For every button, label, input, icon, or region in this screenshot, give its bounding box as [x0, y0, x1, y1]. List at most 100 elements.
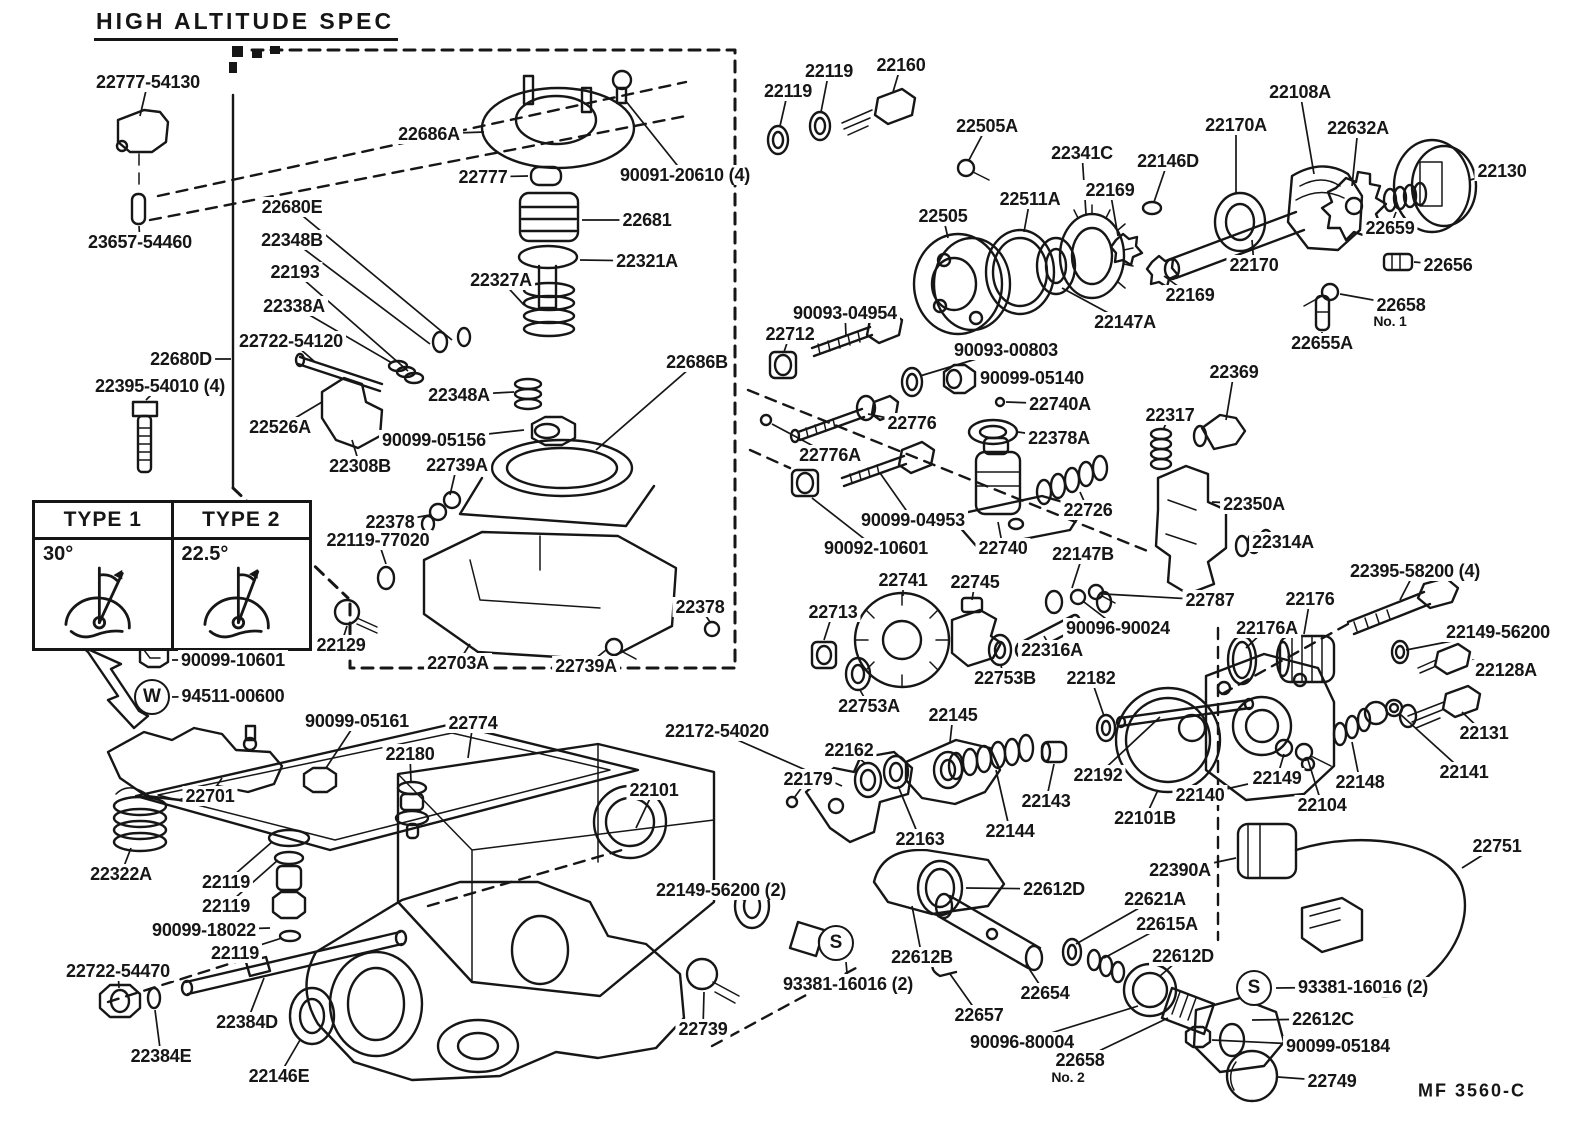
part-number-label: 22656 [1420, 255, 1476, 275]
part-number-label: 22654 [1017, 983, 1073, 1003]
part-number-label: 22751 [1469, 836, 1525, 856]
part-number-label: 22101B [1111, 808, 1179, 828]
leader-line [995, 769, 1011, 832]
part-number-label: 22774 [445, 713, 501, 733]
part-number-label: 22180 [382, 744, 438, 764]
part-number-label: 22369 [1206, 362, 1262, 382]
leader-line [294, 271, 409, 372]
part-number-label: No. 1 [1370, 313, 1410, 329]
part-number-label: 22741 [875, 570, 931, 590]
type2-header: TYPE 2 [173, 503, 309, 540]
part-number-label: 22147A [1091, 312, 1159, 332]
part-number-label: 90091-20610 (4) [616, 165, 754, 185]
part-number-label: 90099-05140 [977, 368, 1087, 388]
part-number-label: 22378 [672, 597, 728, 617]
part-number-label: 22712 [762, 324, 818, 344]
part-number-label: 94511-00600 [178, 686, 288, 706]
part-number-label: 22119-77020 [323, 530, 433, 550]
part-number-label: 22390A [1146, 860, 1214, 880]
part-number-label: 22658 [1052, 1050, 1108, 1070]
part-number-label: 22192 [1070, 765, 1126, 785]
part-number-label: 22703A [424, 653, 492, 673]
governor-angle-sketch [64, 566, 131, 639]
part-number-label: 22145 [925, 705, 981, 725]
part-number-label: 22776 [884, 413, 940, 433]
part-number-label: 22740 [975, 538, 1031, 558]
part-number-label: 22148 [1332, 772, 1388, 792]
part-number-label: 90096-90024 [1063, 618, 1173, 638]
drive-shaft-group [766, 87, 1478, 336]
part-number-label: 22395-54010 (4) [91, 376, 229, 396]
part-number-label: 22659 [1362, 218, 1418, 238]
part-number-label: 22686A [395, 124, 463, 144]
part-number-label: 22378 [362, 512, 418, 532]
part-number-label: 22655A [1288, 333, 1356, 353]
part-number-label: 90099-04953 [858, 510, 968, 530]
part-number-label: 22119 [801, 61, 857, 81]
part-number-label: 22141 [1436, 762, 1492, 782]
part-number-label: 22612D [1149, 946, 1217, 966]
type1-angle: 30° [43, 543, 74, 565]
part-number-label: 22505 [915, 206, 971, 226]
part-number-label: 22686B [663, 352, 731, 372]
governor-angle-sketch [203, 566, 270, 639]
part-number-label: 22621A [1121, 889, 1189, 909]
type2-angle: 22.5° [181, 543, 229, 565]
part-number-label: 23657-54460 [85, 232, 195, 252]
circled-s-symbol: S [1236, 970, 1272, 1006]
part-number-label: 22314A [1249, 532, 1317, 552]
leader-line [595, 361, 698, 451]
part-number-label: 22169 [1082, 180, 1138, 200]
governor-cover-group [294, 69, 721, 662]
type-angle-table: TYPE 1 30° TYPE 2 22.5° [32, 500, 312, 651]
part-number-label: 22753B [971, 668, 1039, 688]
part-number-label: 22713 [805, 602, 861, 622]
part-number-label: 22526A [246, 417, 314, 437]
type1-column: TYPE 1 30° [35, 503, 174, 648]
part-number-label: 93381-16016 (2) [779, 974, 917, 994]
part-number-label: 22722-54470 [63, 961, 173, 981]
part-number-label: 22395-58200 (4) [1346, 561, 1484, 581]
part-number-label: 22130 [1474, 161, 1530, 181]
leader-line [291, 239, 431, 345]
part-number-label: 22170A [1202, 115, 1270, 135]
left-parts-group [79, 400, 311, 943]
part-number-label: 22119 [198, 872, 254, 892]
part-number-label: 90099-05161 [302, 711, 412, 731]
part-number-label: 22160 [873, 55, 929, 75]
part-number-label: 90093-04954 [790, 303, 900, 323]
part-number-label: 22338A [260, 296, 328, 316]
leader-line [1299, 91, 1315, 175]
part-number-label: 22745 [947, 572, 1003, 592]
part-number-label: 22776A [796, 445, 864, 465]
part-number-label: 22182 [1063, 668, 1119, 688]
part-number-label: 22739A [423, 455, 491, 475]
part-number-label: 22149 [1249, 768, 1305, 788]
part-number-label: 22384E [127, 1046, 195, 1066]
bottom-left-group [98, 848, 686, 1082]
circled-w-symbol: W [134, 679, 170, 715]
feed-pump-group [785, 576, 1482, 809]
part-number-label: 22146E [245, 1066, 313, 1086]
part-number-label: 22658 [1373, 295, 1429, 315]
part-number-label: 22149-56200 (2) [652, 880, 790, 900]
part-number-label: 22316A [1018, 640, 1086, 660]
part-number-label: 22378A [1025, 428, 1093, 448]
part-number-label: 22348A [425, 385, 493, 405]
part-number-label: 22615A [1133, 914, 1201, 934]
part-number-label: 22753A [835, 696, 903, 716]
drawing-number: MF 3560-C [1417, 1080, 1527, 1101]
part-number-label: 22128A [1472, 660, 1540, 680]
part-number-label: 22179 [780, 769, 836, 789]
part-number-label: 22612D [1020, 879, 1088, 899]
part-number-label: 22777-54130 [93, 72, 203, 92]
part-number-label: 22170 [1226, 255, 1282, 275]
part-number-label: 22129 [313, 635, 369, 655]
part-number-label: 90099-05184 [1283, 1036, 1393, 1056]
circled-s-symbol: S [818, 925, 854, 961]
part-number-label: 22104 [1294, 795, 1350, 815]
part-number-label: 22193 [267, 262, 323, 282]
part-number-label: 22144 [982, 821, 1038, 841]
part-number-label: 22131 [1456, 723, 1512, 743]
